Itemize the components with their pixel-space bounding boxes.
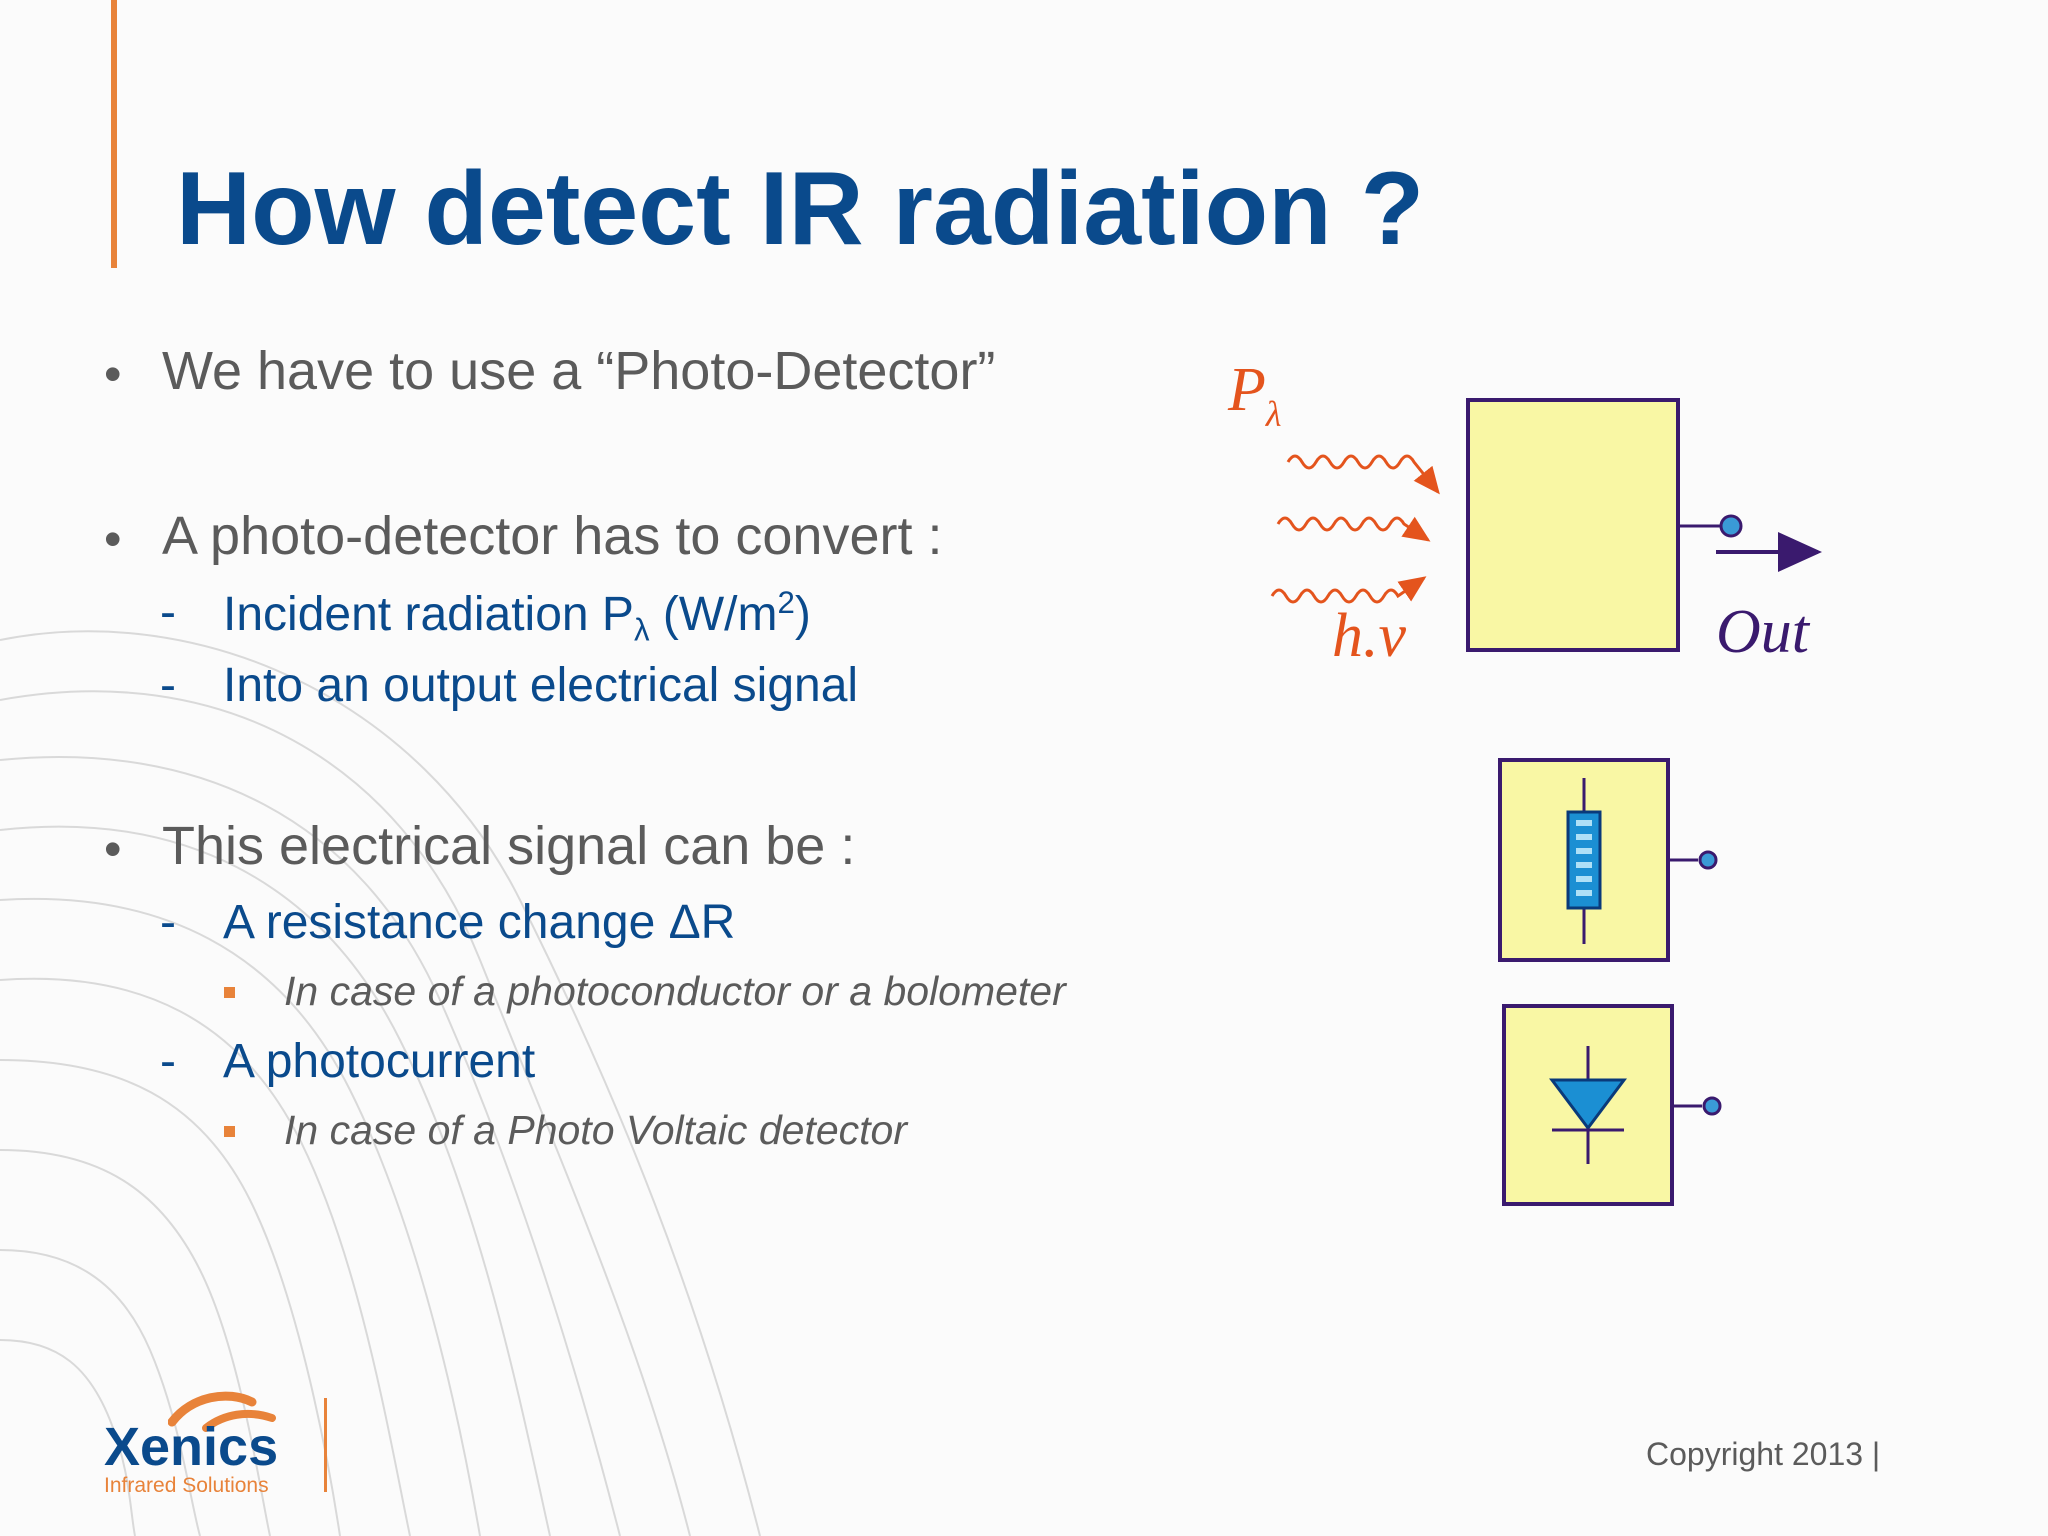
power-label: Pλ (1227, 356, 1281, 434)
sub-sub-bullet-marker (224, 987, 235, 998)
sub-bullet-marker: - (160, 659, 176, 712)
bullet-1-text: We have to use a “Photo-Detector” (162, 341, 996, 401)
bullet-3-text: This electrical signal can be : (162, 816, 856, 876)
sub-bullet-marker: - (160, 1035, 176, 1088)
title-accent-bar (111, 0, 117, 268)
bullet-marker: • (104, 511, 122, 567)
diode-icon (1502, 1004, 1722, 1206)
logo-divider (324, 1398, 327, 1492)
bullet-marker: • (104, 821, 122, 877)
sub-sub-bullet-marker (224, 1126, 235, 1137)
output-label: Out (1716, 598, 1811, 666)
bullet-marker: • (104, 346, 122, 402)
sub-bullet-marker: - (160, 896, 176, 949)
slide-title: How detect IR radiation ? (176, 151, 1425, 267)
detector-box-icon (1466, 398, 1680, 652)
bullet-2-text: A photo-detector has to convert : (162, 506, 943, 566)
note-photoconductor: In case of a photoconductor or a bolomet… (284, 968, 1066, 1014)
sub-bullet-output-signal: Into an output electrical signal (223, 659, 859, 712)
output-terminal-icon (1719, 514, 1743, 538)
sub-bullet-photocurrent: A photocurrent (223, 1035, 536, 1088)
logo-tagline: Infrared Solutions (104, 1474, 269, 1497)
logo-wordmark: Xenics (104, 1417, 279, 1477)
xenics-swoosh-icon (168, 1391, 276, 1432)
sub-bullet-resistance-change: A resistance change ΔR (223, 896, 736, 949)
sub-bullet-incident-radiation: Incident radiation Pλ (W/m2) (223, 585, 811, 648)
photon-energy-label: h.v (1332, 602, 1407, 670)
copyright-footer: Copyright 2013 | (1646, 1436, 1881, 1472)
resistor-icon (1498, 758, 1718, 962)
note-photovoltaic: In case of a Photo Voltaic detector (284, 1107, 907, 1153)
radiation-wave-icon (1270, 454, 1440, 604)
sub-bullet-marker: - (160, 586, 176, 639)
